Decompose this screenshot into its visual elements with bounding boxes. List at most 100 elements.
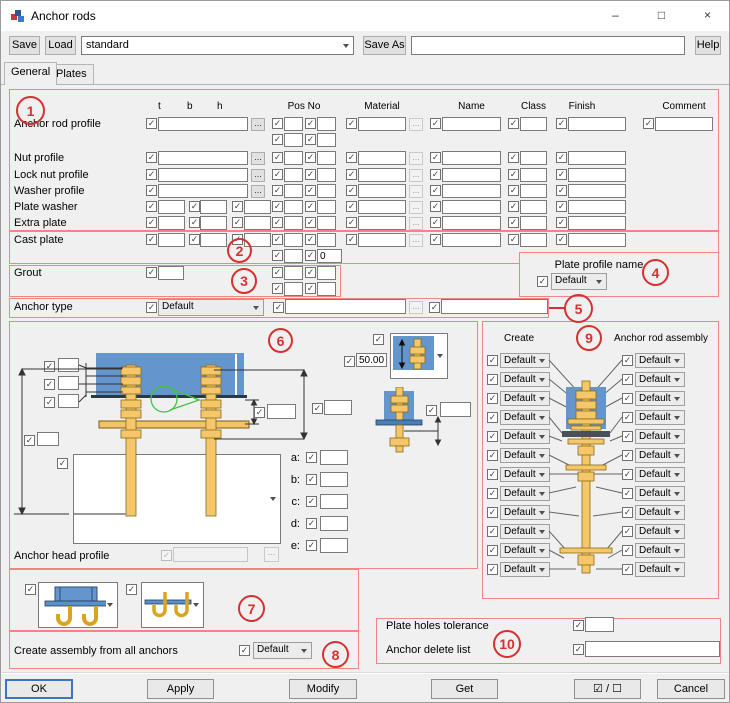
- anchor-type-extra-field[interactable]: [441, 299, 548, 314]
- class-checkbox[interactable]: [508, 118, 519, 129]
- grout-thickness-field[interactable]: [158, 266, 184, 280]
- pos-no-start-field[interactable]: [317, 117, 336, 131]
- finish-checkbox[interactable]: [556, 234, 567, 245]
- t-checkbox[interactable]: [146, 234, 157, 245]
- modify-button[interactable]: Modify: [289, 679, 357, 699]
- b-field[interactable]: [200, 233, 227, 247]
- finish-field[interactable]: [568, 216, 626, 230]
- class-field[interactable]: [520, 168, 547, 182]
- assembly-part-checkbox[interactable]: [622, 393, 633, 404]
- pos-no-start-field[interactable]: [317, 266, 336, 280]
- material-field[interactable]: [358, 168, 406, 182]
- assembly-part-select[interactable]: Default: [635, 391, 685, 406]
- pos-no-prefix-checkbox[interactable]: [272, 118, 283, 129]
- cancel-button[interactable]: Cancel: [657, 679, 725, 699]
- material-field[interactable]: [358, 184, 406, 198]
- create-part-checkbox[interactable]: [487, 469, 498, 480]
- class-field[interactable]: [520, 233, 547, 247]
- pos-no-prefix-checkbox[interactable]: [272, 152, 283, 163]
- t-field[interactable]: [158, 200, 185, 214]
- dim2-checkbox[interactable]: [44, 379, 55, 390]
- plate-profile-name-select[interactable]: Default: [551, 273, 607, 290]
- assembly-part-checkbox[interactable]: [622, 564, 633, 575]
- pos-no-prefix-checkbox[interactable]: [272, 201, 283, 212]
- create-part-select[interactable]: Default: [500, 391, 550, 406]
- create-part-select[interactable]: Default: [500, 410, 550, 425]
- pos-no-start-field[interactable]: [317, 133, 336, 147]
- dim2-field[interactable]: [58, 376, 79, 390]
- material-checkbox[interactable]: [346, 217, 357, 228]
- class-checkbox[interactable]: [508, 169, 519, 180]
- assembly-part-select[interactable]: Default: [635, 524, 685, 539]
- class-field[interactable]: [520, 184, 547, 198]
- dim-e-field[interactable]: [320, 538, 348, 553]
- pos-no-prefix-field[interactable]: [284, 117, 303, 131]
- t-checkbox[interactable]: [146, 201, 157, 212]
- finish-checkbox[interactable]: [556, 118, 567, 129]
- material-browse-button[interactable]: ...: [409, 234, 423, 247]
- pos-no-start-field[interactable]: [317, 249, 342, 263]
- dim-c-field[interactable]: [320, 494, 348, 509]
- save-as-input[interactable]: [411, 36, 685, 55]
- class-checkbox[interactable]: [508, 234, 519, 245]
- name-checkbox[interactable]: [430, 169, 441, 180]
- create-part-select[interactable]: Default: [500, 505, 550, 520]
- pos-no-start-checkbox[interactable]: [305, 234, 316, 245]
- profile-field[interactable]: [158, 151, 248, 165]
- anchor-type-checkbox[interactable]: [146, 302, 157, 313]
- assembly-part-checkbox[interactable]: [622, 374, 633, 385]
- comment-field[interactable]: [655, 117, 713, 131]
- comment-checkbox[interactable]: [643, 118, 654, 129]
- name-checkbox[interactable]: [430, 118, 441, 129]
- pos-no-prefix-field[interactable]: [284, 233, 303, 247]
- name-field[interactable]: [442, 184, 501, 198]
- material-browse-button[interactable]: ...: [409, 217, 423, 230]
- pos-no-start-checkbox[interactable]: [305, 118, 316, 129]
- rod-length-field[interactable]: [324, 400, 352, 415]
- pos-no-prefix-field[interactable]: [284, 200, 303, 214]
- create-part-checkbox[interactable]: [487, 507, 498, 518]
- material-field[interactable]: [358, 117, 406, 131]
- hook-style-2-dropdown[interactable]: [141, 582, 204, 628]
- pos-no-prefix-checkbox[interactable]: [272, 185, 283, 196]
- get-button[interactable]: Get: [431, 679, 498, 699]
- top-offset-checkbox[interactable]: [344, 356, 355, 367]
- finish-field[interactable]: [568, 200, 626, 214]
- finish-field[interactable]: [568, 117, 626, 131]
- assembly-part-select[interactable]: Default: [635, 429, 685, 444]
- create-part-checkbox[interactable]: [487, 431, 498, 442]
- pos-no-start-field[interactable]: [317, 151, 336, 165]
- create-part-select[interactable]: Default: [500, 486, 550, 501]
- assembly-part-select[interactable]: Default: [635, 467, 685, 482]
- h-field[interactable]: [244, 200, 271, 214]
- class-checkbox[interactable]: [508, 217, 519, 228]
- material-field[interactable]: [358, 151, 406, 165]
- create-part-checkbox[interactable]: [487, 488, 498, 499]
- profile-checkbox[interactable]: [146, 169, 157, 180]
- create-part-select[interactable]: Default: [500, 562, 550, 577]
- rod-length-checkbox[interactable]: [312, 403, 323, 414]
- pos-no-prefix-field[interactable]: [284, 133, 303, 147]
- profile-checkbox[interactable]: [146, 152, 157, 163]
- finish-field[interactable]: [568, 151, 626, 165]
- tab-general[interactable]: General: [4, 62, 58, 85]
- profile-field[interactable]: [158, 117, 248, 131]
- anchor-type-browse-button[interactable]: ...: [409, 301, 423, 314]
- create-part-checkbox[interactable]: [487, 545, 498, 556]
- assembly-part-checkbox[interactable]: [622, 545, 633, 556]
- dim3-checkbox[interactable]: [44, 397, 55, 408]
- create-part-select[interactable]: Default: [500, 372, 550, 387]
- finish-checkbox[interactable]: [556, 185, 567, 196]
- pos-no-start-checkbox[interactable]: [305, 169, 316, 180]
- material-browse-button[interactable]: ...: [409, 201, 423, 214]
- pos-no-start-checkbox[interactable]: [305, 185, 316, 196]
- create-part-checkbox[interactable]: [487, 564, 498, 575]
- dim1-field[interactable]: [58, 358, 79, 372]
- dim-c-checkbox[interactable]: [306, 496, 317, 507]
- washer-gap-field[interactable]: [267, 404, 296, 419]
- dim3-field[interactable]: [58, 394, 79, 408]
- create-assembly-select[interactable]: Default: [253, 642, 312, 659]
- h-checkbox[interactable]: [232, 201, 243, 212]
- finish-field[interactable]: [568, 233, 626, 247]
- material-browse-button[interactable]: ...: [409, 185, 423, 198]
